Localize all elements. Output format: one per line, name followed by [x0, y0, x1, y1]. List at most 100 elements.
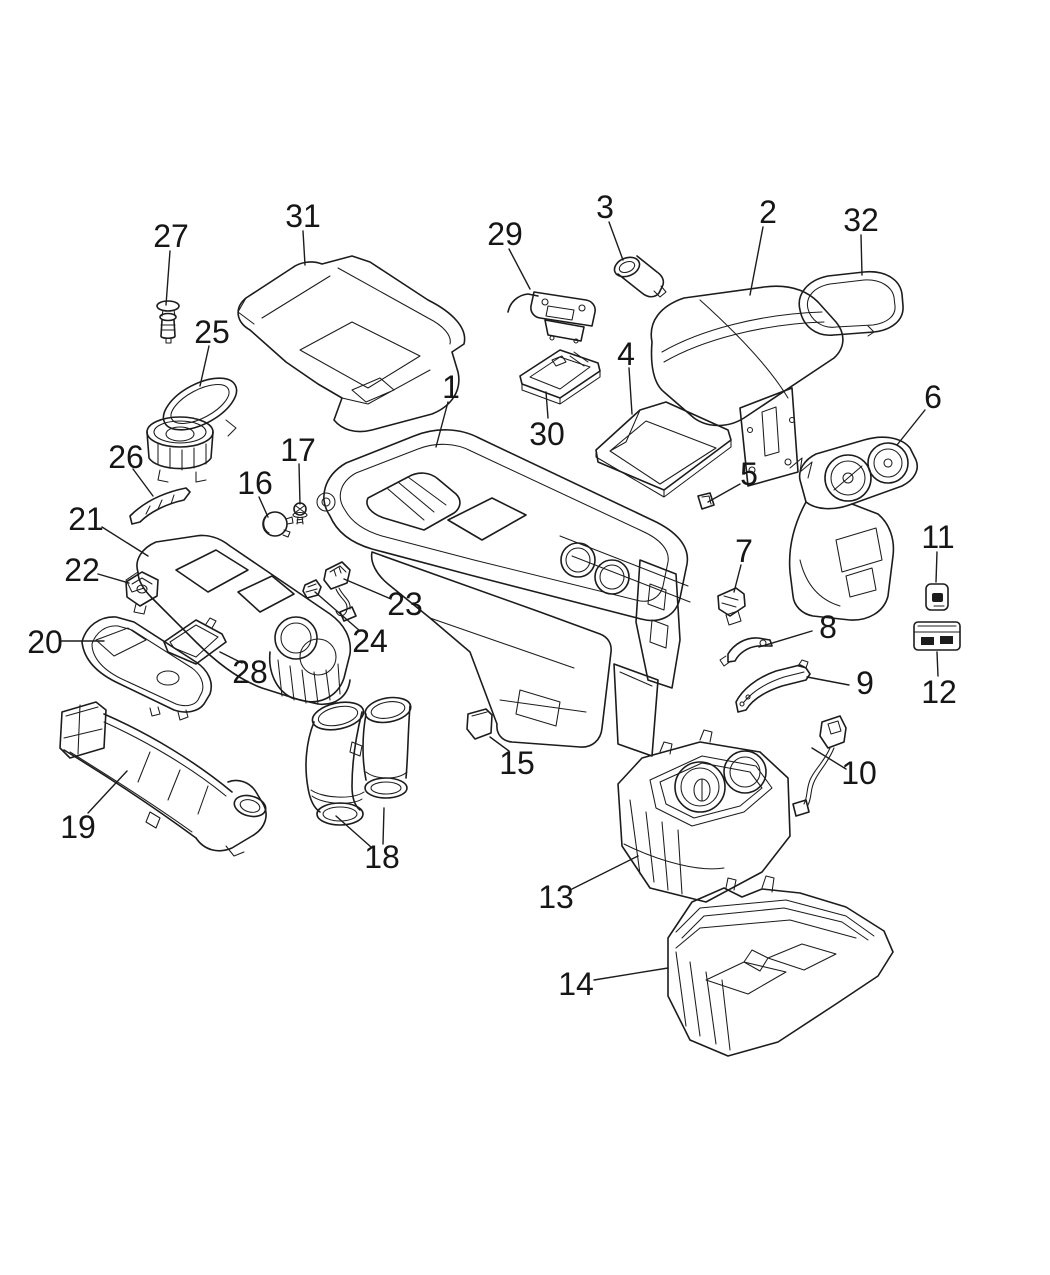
leader-line-26: [132, 468, 154, 497]
leader-line-19: [87, 770, 128, 814]
callout-label-19: 19: [60, 809, 96, 845]
callout-label-32: 32: [843, 202, 879, 238]
callout-label-9: 9: [856, 665, 874, 701]
leader-line-4: [628, 367, 633, 415]
leader-line-15: [489, 736, 510, 752]
callout-18: 18: [335, 807, 400, 875]
callout-label-20: 20: [27, 624, 63, 660]
part-16-plug: [262, 511, 294, 538]
callout-label-26: 26: [108, 439, 144, 475]
callout-label-27: 27: [153, 218, 189, 254]
part-1-console-body: [316, 429, 691, 757]
callout-label-16: 16: [237, 465, 273, 501]
callout-label-31: 31: [285, 198, 321, 234]
part-12-usb-module: [913, 621, 961, 651]
part-9-trim-bezel: [735, 659, 811, 713]
callout-19: 19: [60, 770, 128, 845]
callout-label-5: 5: [740, 456, 758, 492]
part-14-rear-console-trim: [667, 875, 894, 1057]
callout-label-3: 3: [596, 189, 614, 225]
leader-line-31: [302, 230, 306, 266]
callout-label-1: 1: [442, 369, 460, 405]
part-17-screw: [292, 502, 308, 525]
leader-line-32: [860, 234, 863, 276]
callout-9: 9: [806, 665, 874, 701]
callout-21: 21: [68, 501, 149, 557]
callout-31: 31: [285, 198, 321, 266]
callout-label-6: 6: [924, 379, 942, 415]
callout-6: 6: [896, 379, 942, 446]
leader-line-11: [935, 551, 938, 583]
callout-25: 25: [194, 314, 230, 387]
callout-30: 30: [529, 391, 565, 452]
part-25-cupholder-insert: [146, 377, 238, 483]
callout-27: 27: [153, 218, 189, 306]
callout-26: 26: [108, 439, 154, 497]
callout-17: 17: [280, 432, 316, 505]
leader-line-29: [508, 248, 531, 290]
part-3-power-outlet: [613, 255, 667, 298]
callout-28: 28: [219, 651, 268, 690]
part-4-console-mat: [595, 401, 732, 498]
callout-2: 2: [749, 194, 777, 296]
part-19-floor-duct: [59, 701, 267, 857]
leader-line-24: [314, 591, 361, 632]
callout-label-17: 17: [280, 432, 316, 468]
part-13-rear-cupholder-console: [617, 729, 791, 903]
callout-label-25: 25: [194, 314, 230, 350]
leader-line-17: [298, 463, 301, 505]
callout-29: 29: [487, 216, 531, 290]
callout-15: 15: [489, 736, 535, 781]
leader-line-28: [219, 651, 243, 664]
leader-line-18a: [335, 815, 372, 848]
leader-line-7: [733, 564, 742, 593]
leader-line-10: [811, 747, 847, 770]
leader-line-14: [593, 967, 669, 981]
leader-line-12: [936, 651, 939, 677]
callout-4: 4: [617, 336, 635, 415]
leader-line-22: [97, 573, 130, 584]
callout-label-18: 18: [364, 839, 400, 875]
callout-label-21: 21: [68, 501, 104, 537]
callout-label-13: 13: [538, 879, 574, 915]
callout-label-29: 29: [487, 216, 523, 252]
callout-7: 7: [733, 533, 753, 593]
part-7-switch: [717, 587, 746, 626]
part-28-console-mat-small: [163, 617, 227, 665]
callout-label-22: 22: [64, 552, 100, 588]
callout-8: 8: [758, 609, 837, 648]
callout-14: 14: [558, 966, 669, 1002]
callout-label-12: 12: [921, 674, 957, 710]
leader-line-1: [435, 401, 449, 448]
part-2-armrest-lid: [650, 285, 844, 487]
leader-line-21: [101, 526, 149, 557]
callout-32: 32: [843, 202, 879, 276]
callout-12: 12: [921, 651, 957, 710]
callout-label-23: 23: [387, 586, 423, 622]
callout-label-28: 28: [232, 654, 268, 690]
leader-line-27: [165, 250, 171, 306]
part-30-tray-plate: [519, 349, 601, 405]
callout-label-15: 15: [499, 745, 535, 781]
leader-line-25: [199, 345, 210, 387]
callout-5: 5: [707, 456, 758, 503]
leader-line-23: [343, 578, 392, 600]
callout-10: 10: [811, 747, 877, 791]
callout-22: 22: [64, 552, 130, 588]
callout-3: 3: [596, 189, 624, 261]
part-22-latch-clip: [125, 571, 159, 615]
part-11-connector: [925, 583, 949, 611]
leader-line-3: [608, 221, 624, 261]
leader-line-13: [571, 855, 639, 890]
part-18-rear-duct-pair: [305, 696, 412, 826]
callout-11: 11: [921, 519, 955, 583]
part-27-push-pin: [156, 300, 180, 344]
leader-line-30: [545, 391, 549, 419]
callout-label-7: 7: [735, 533, 753, 569]
callout-20: 20: [27, 624, 105, 660]
part-21-top-bezel: [125, 534, 352, 705]
part-29-latch-assembly: [507, 291, 596, 344]
part-20-side-trim: [81, 616, 212, 721]
